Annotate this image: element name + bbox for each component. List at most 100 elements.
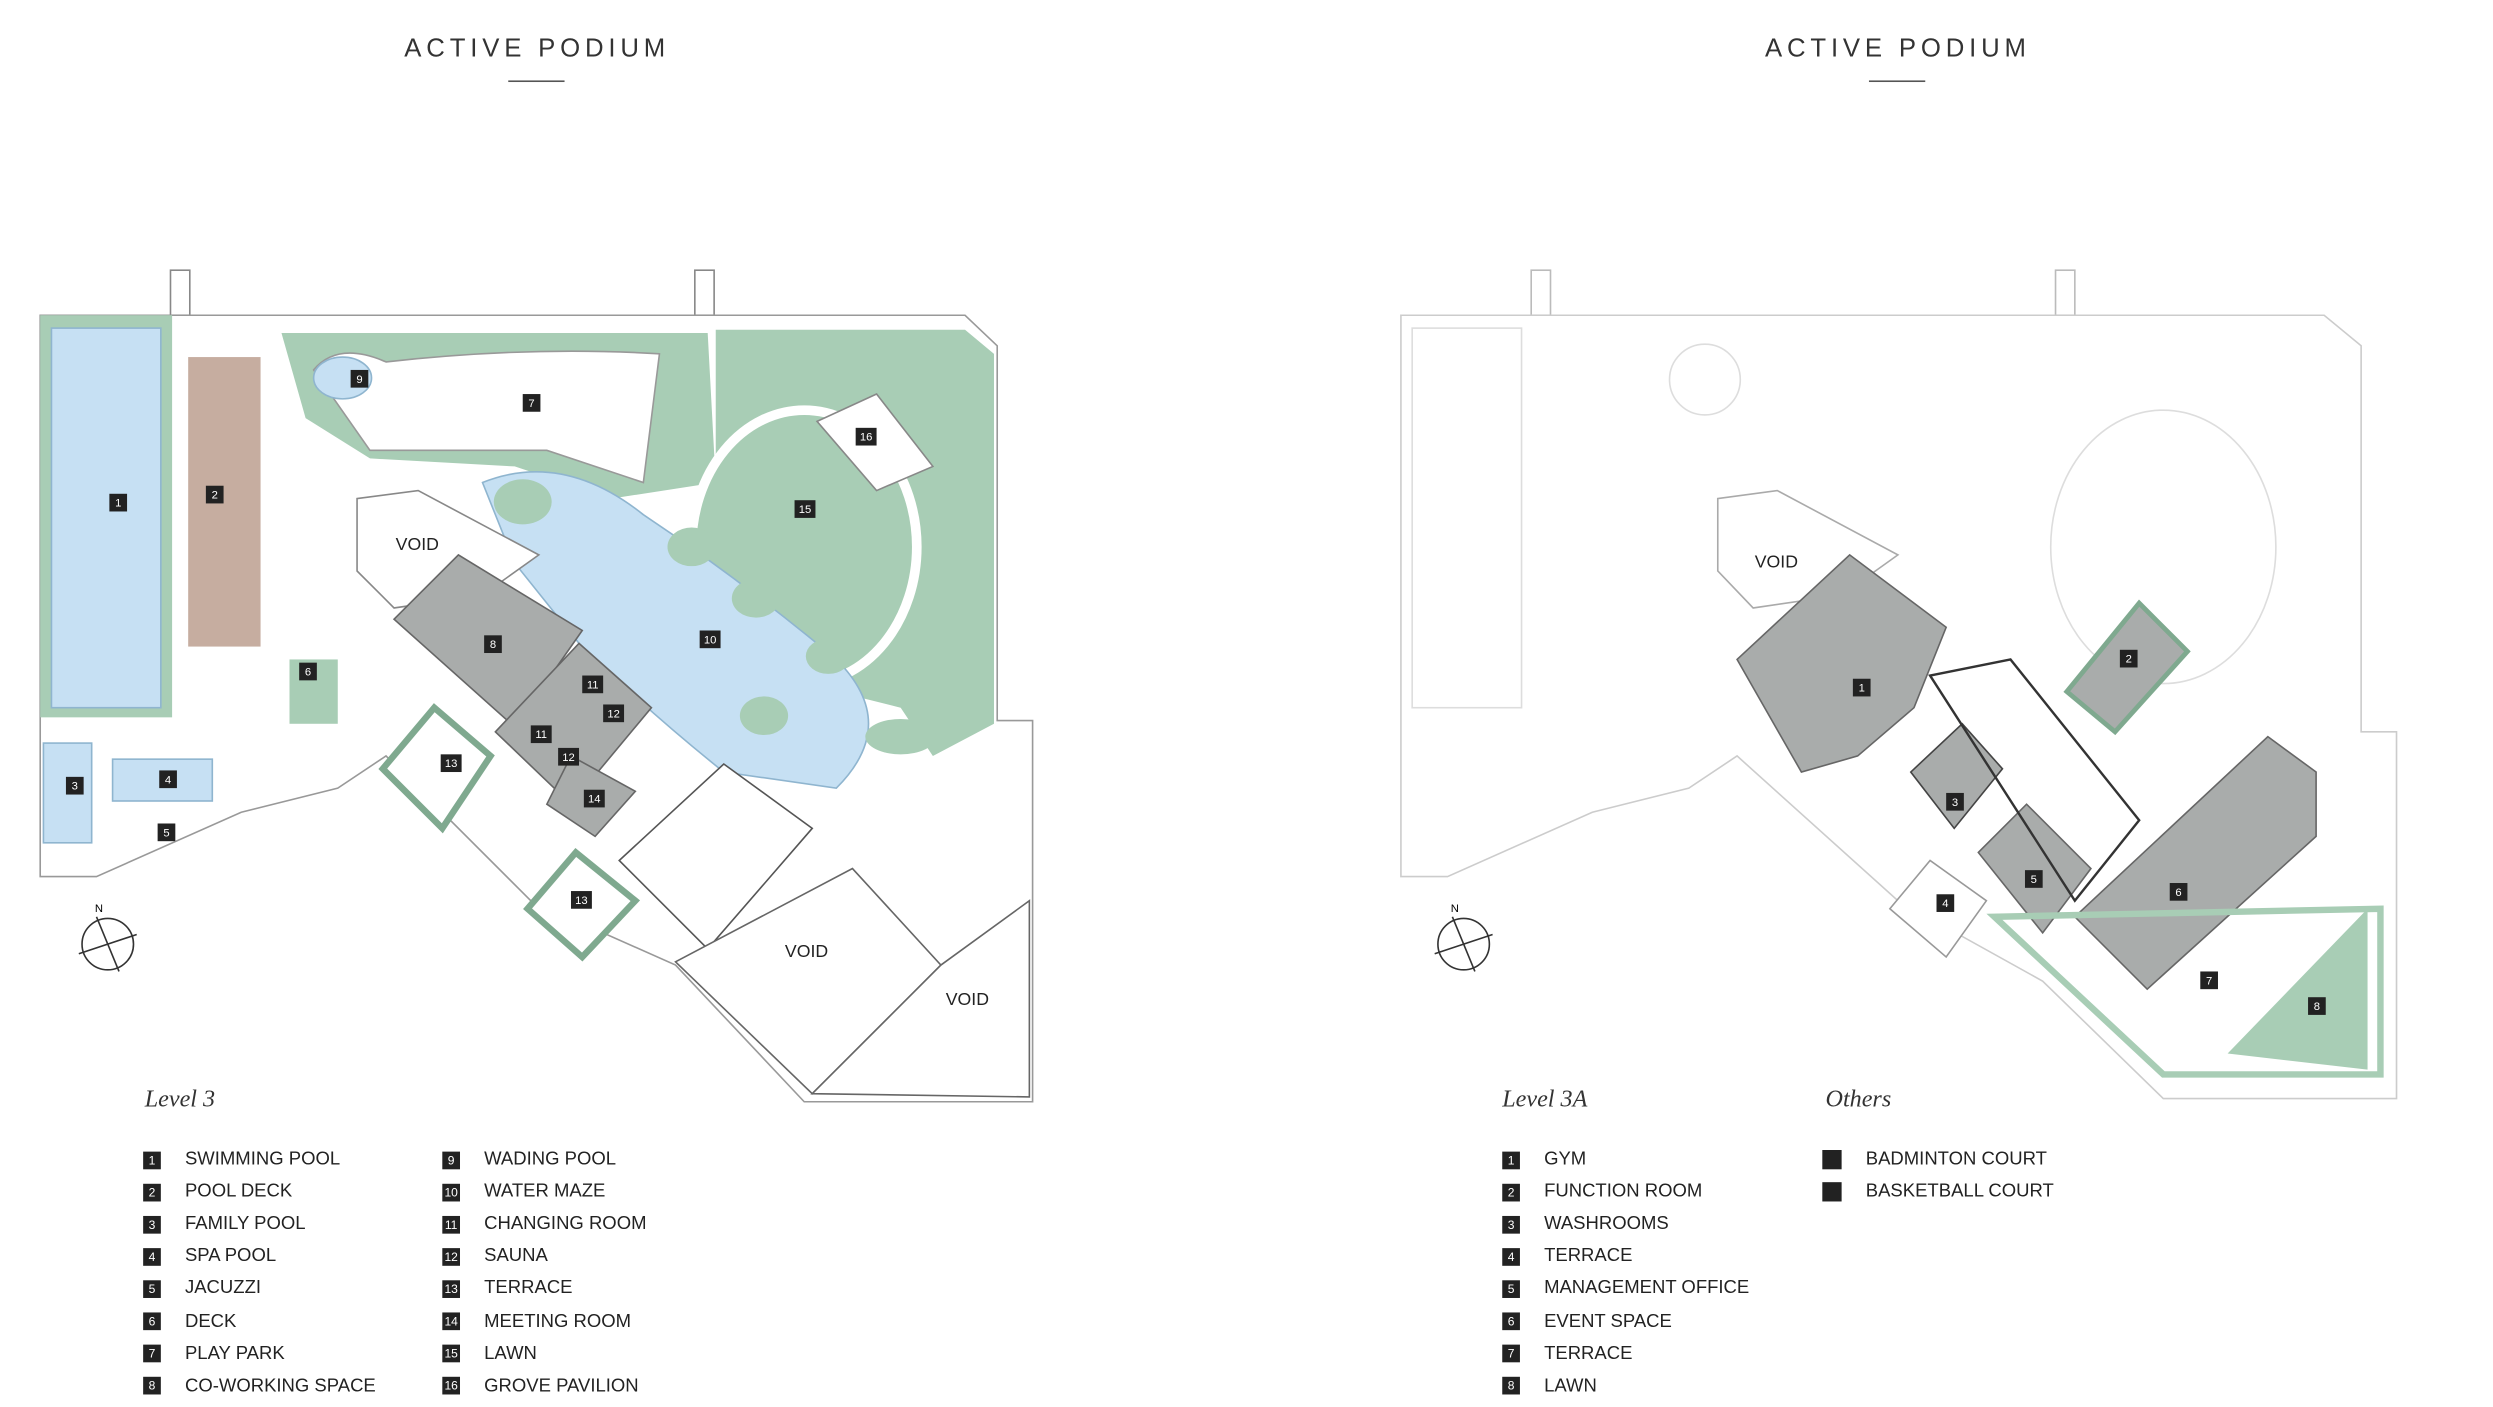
plan-marker: 5 bbox=[2024, 870, 2043, 888]
outline bbox=[1668, 343, 1742, 416]
right-title-rule bbox=[1868, 80, 1926, 83]
svg-text:4: 4 bbox=[1942, 898, 1948, 910]
legend-label: BASKETBALL COURT bbox=[1865, 1182, 2054, 1202]
wading-pool bbox=[312, 356, 373, 400]
void-label: VOID bbox=[946, 989, 989, 1009]
svg-text:9: 9 bbox=[356, 374, 362, 386]
legend-label: TERRACE bbox=[484, 1279, 573, 1299]
legend-item: 4 SPA POOL bbox=[143, 1241, 376, 1273]
legend-item: 8 CO-WORKING SPACE bbox=[143, 1370, 376, 1402]
plan-marker: 10 bbox=[699, 630, 721, 649]
void-label: VOID bbox=[1755, 552, 1798, 572]
void-label: VOID bbox=[396, 534, 439, 554]
swimming-pool bbox=[50, 327, 162, 709]
left-title-rule bbox=[508, 80, 565, 83]
svg-text:13: 13 bbox=[445, 758, 458, 770]
washrooms bbox=[1909, 722, 2004, 830]
legend-marker: 8 bbox=[1502, 1377, 1520, 1395]
legend-label: MEETING ROOM bbox=[484, 1311, 632, 1331]
plan-marker: 14 bbox=[583, 789, 605, 808]
legend-marker: 7 bbox=[1502, 1344, 1520, 1363]
stair-core bbox=[169, 269, 191, 317]
plan-marker: 4 bbox=[1936, 894, 1955, 912]
legend-marker: 6 bbox=[1502, 1312, 1520, 1331]
terrace bbox=[378, 703, 495, 834]
legend-marker: 1 bbox=[1502, 1150, 1520, 1169]
legend-label: EVENT SPACE bbox=[1544, 1311, 1672, 1331]
legend-item: 6 EVENT SPACE bbox=[1502, 1305, 1749, 1337]
legend-item: 3 FAMILY POOL bbox=[143, 1208, 376, 1240]
svg-text:14: 14 bbox=[588, 794, 601, 806]
maze-island bbox=[739, 696, 789, 736]
svg-text:4: 4 bbox=[165, 774, 171, 786]
maze-island bbox=[865, 718, 937, 755]
left-level-heading: Level 3 bbox=[144, 1087, 216, 1114]
svg-text:10: 10 bbox=[704, 634, 717, 646]
compass-icon: N bbox=[78, 903, 137, 972]
maze-island bbox=[493, 479, 552, 525]
right-plan: VOID N 1 2 3 4 5 6 7 8 bbox=[1400, 269, 2398, 1100]
svg-text:16: 16 bbox=[860, 432, 873, 444]
legend-label: FAMILY POOL bbox=[184, 1214, 306, 1235]
legend-marker: 5 bbox=[1502, 1280, 1520, 1298]
plan-marker: 9 bbox=[350, 369, 369, 388]
void-label: VOID bbox=[785, 941, 828, 961]
legend-label: CHANGING ROOM bbox=[484, 1214, 647, 1235]
plan-marker: 8 bbox=[2308, 997, 2326, 1015]
legend-label: LAWN bbox=[484, 1343, 537, 1364]
legend-marker: 8 bbox=[143, 1377, 161, 1395]
legend-marker: 2 bbox=[143, 1183, 161, 1201]
legend-marker: 9 bbox=[442, 1150, 461, 1169]
maze-island bbox=[731, 579, 781, 618]
left-title: ACTIVE PODIUM bbox=[404, 35, 671, 63]
plan-marker: 11 bbox=[582, 675, 604, 694]
plan-marker: 7 bbox=[522, 394, 541, 412]
svg-text:12: 12 bbox=[607, 708, 620, 720]
plan-marker: 2 bbox=[2119, 649, 2138, 668]
legend-label: TERRACE bbox=[1544, 1247, 1633, 1267]
legend-marker: 3 bbox=[143, 1215, 161, 1234]
svg-text:15: 15 bbox=[799, 504, 812, 516]
legend-label: SWIMMING POOL bbox=[184, 1150, 341, 1170]
svg-text:3: 3 bbox=[1952, 797, 1958, 809]
right-level-heading: Level 3A bbox=[1502, 1087, 1588, 1114]
legend-marker: 2 bbox=[1502, 1183, 1520, 1201]
plan-marker: 3 bbox=[1946, 792, 1964, 811]
legend-label: CO-WORKING SPACE bbox=[184, 1376, 376, 1396]
management-office bbox=[1977, 803, 2092, 935]
plan-marker: 6 bbox=[299, 662, 317, 681]
legend-item: 9 WADING POOL bbox=[442, 1144, 646, 1176]
svg-text:N: N bbox=[95, 903, 103, 915]
legend-marker: 7 bbox=[143, 1344, 161, 1363]
pool-deck bbox=[188, 357, 261, 647]
play-park bbox=[312, 350, 661, 484]
svg-text:7: 7 bbox=[2206, 975, 2212, 987]
legend-marker bbox=[1822, 1182, 1842, 1202]
plan-marker: 1 bbox=[109, 493, 128, 512]
core bbox=[618, 762, 814, 951]
legend-marker: 4 bbox=[143, 1247, 161, 1266]
maze-island bbox=[805, 638, 851, 674]
stair-core bbox=[2054, 269, 2076, 317]
legend-label: SPA POOL bbox=[184, 1247, 277, 1267]
legend-item: BASKETBALL COURT bbox=[1822, 1176, 2054, 1208]
plan-marker: 12 bbox=[603, 704, 625, 723]
svg-text:11: 11 bbox=[587, 679, 599, 691]
svg-text:2: 2 bbox=[2126, 654, 2132, 666]
legend-label: POOL DECK bbox=[184, 1182, 293, 1202]
legend-label: WADING POOL bbox=[484, 1150, 617, 1170]
plan-marker: 5 bbox=[157, 823, 176, 842]
legend-marker: 5 bbox=[143, 1280, 161, 1298]
